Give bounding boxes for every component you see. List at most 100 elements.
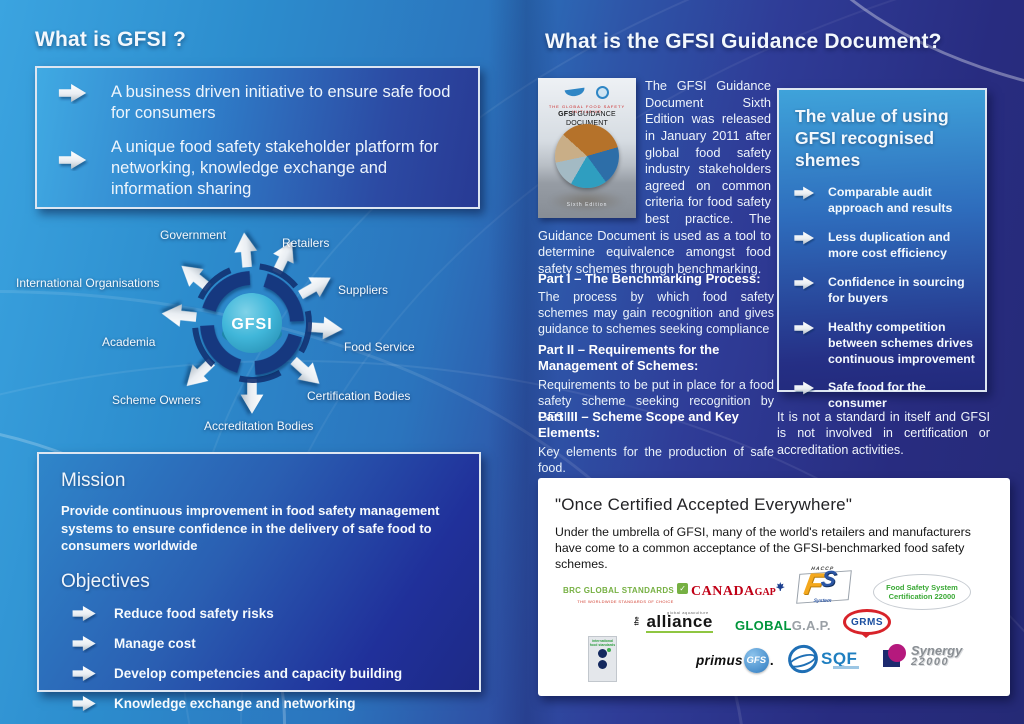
list-item: Reduce food safety risks [71,604,461,623]
globalgap-logo-text: GLOBAL [735,618,792,633]
part-section: Part III – Scheme Scope and Key Elements… [538,409,774,476]
maple-leaf-icon [775,582,785,591]
list-item: Safe food for the consumer [793,380,975,412]
value-box: The value of using GFSI recognised sheme… [777,88,987,410]
ifs-logo-dot [598,648,611,659]
arrow-icon [793,185,816,201]
diagram-node-food-service: Food Service [344,340,415,354]
diagram-center: GFSI [222,293,282,353]
intro-point: A business driven initiative to ensure s… [111,83,451,122]
certified-box: "Once Certified Accepted Everywhere" Und… [538,478,1010,696]
brc-logo-subtext: THE WORLDWIDE STANDARDS OF CHOICE [577,599,674,604]
ifs-logo-dot [598,660,607,670]
checkmark-icon: ✓ [677,583,689,595]
cover-pie-chart [555,124,619,188]
list-item: Confidence in sourcing for buyers [793,275,975,307]
intro-point: A unique food safety stakeholder platfor… [111,138,439,198]
value-point: Safe food for the consumer [828,380,926,411]
fssc-logo-text: Food Safety System Certification 22000 [886,583,958,601]
value-point: Less duplication and more cost efficienc… [828,229,951,260]
diagram-node-suppliers: Suppliers [338,283,389,297]
brc-global-standards-logo: BRC GLOBAL STANDARDS✓ THE WORLDWIDE STAN… [563,580,689,604]
primus-logo-text: primus [696,653,743,668]
synergy-logo-circle [888,644,906,662]
fssc-22000-logo: Food Safety System Certification 22000 [873,574,971,610]
part-title: Part I – The Benchmarking Process: [538,271,761,286]
globalgap-logo-text: G.A.P. [791,618,831,633]
sqf-logo-text: SQF [821,649,858,668]
list-item: Develop competencies and capacity buildi… [71,664,461,683]
guidance-intro-text: The GFSI Guidance Document Sixth Edition… [538,78,771,276]
arrow-icon [793,230,816,246]
part-section: Part I – The Benchmarking Process: The p… [538,271,774,337]
cover-title-brand: GFSI [558,111,576,118]
diagram-node-retailers: Retailers [282,236,330,250]
arrow-icon [57,149,89,171]
right-page-title: What is the GFSI Guidance Document? [545,30,942,53]
left-page-title: What is GFSI ? [35,28,186,51]
diagram-node-certification-bodies: Certification Bodies [307,389,411,403]
synergy-logo-text: Synergy 22000 [911,644,962,668]
value-point: Healthy competition between schemes driv… [828,319,975,366]
canadagap-logo-text: GAP [754,587,776,598]
primus-logo-dot: . [769,653,774,668]
arrow-icon [71,664,98,683]
synergy-logo-line2: 22000 [911,656,950,668]
cover-edition: Sixth Edition [566,202,608,208]
cover-reflection [548,190,626,212]
objectives-heading: Objectives [61,570,150,592]
svg-text:GFSI: GFSI [231,316,272,333]
list-item: Less duplication and more cost efficienc… [793,230,975,262]
diagram-node-scheme-owners: Scheme Owners [112,393,201,407]
mission-text: Provide continuous improvement in food s… [61,503,440,554]
gfsi-stakeholder-diagram: GFSI [0,220,512,450]
value-box-heading: The value of using GFSI recognised sheme… [795,106,949,170]
arrow-icon [793,380,816,396]
diagram-node-international-organisations: International Organisations [16,276,160,290]
arrow-icon [71,604,98,623]
intro-box: A business driven initiative to ensure s… [35,66,480,209]
primusgfs-logo: primus GFS . [696,648,774,673]
part-body: Requirements to be put in place for a fo… [538,377,774,424]
cover-tagline: the global food safety initiative [548,104,626,115]
objective: Develop competencies and capacity buildi… [114,665,403,681]
sqf-logo: SQF [784,641,860,677]
certified-body: Under the umbrella of GFSI, many of the … [555,525,971,571]
diagram-node-government: Government [160,228,227,242]
haccp-logo-subtext: System [813,598,832,604]
cover-title: GFSI GUIDANCE DOCUMENT [538,110,636,128]
part-title: Part II – Requirements for the Managemen… [538,342,720,374]
dutch-haccp-fs-logo: HACCP F S System [796,566,852,608]
synergy-22000-logo: Synergy 22000 [883,644,962,668]
objective: Manage cost [114,635,196,651]
part-title: Part III – Scheme Scope and Key Elements… [538,409,739,441]
guidance-document-cover: the global food safety initiative GFSI G… [538,78,636,218]
mission-heading: Mission [61,470,126,491]
list-item: Comparable audit approach and results [793,185,975,217]
grms-logo: GRMS [843,609,891,638]
synergy-logo-line1: Synergy [911,643,963,658]
synergy-logo-mark [883,644,907,668]
sqf-logo-subtext [833,665,860,669]
global-aquaculture-alliance-logo: global aquaculture the alliance [633,610,713,633]
objective: Reduce food safety risks [114,605,274,621]
alliance-logo-subtext: global aquaculture [667,610,709,615]
diagram-node-accreditation-bodies: Accreditation Bodies [204,419,314,433]
certified-title: "Once Certified Accepted Everywhere" [555,495,853,514]
diagram-node-academia: Academia [102,335,156,349]
grms-logo-tail [859,632,873,638]
cover-title-rest: GUIDANCE DOCUMENT [566,111,616,127]
cover-logos [538,84,636,100]
primus-logo-circle: GFS [743,648,769,673]
arrow-icon [71,694,98,713]
ifs-logo: international food standards [588,636,617,682]
brc-logo-text: BRC GLOBAL STANDARDS [563,586,675,595]
list-item: A unique food safety stakeholder platfor… [57,137,460,199]
value-point: Confidence in sourcing for buyers [828,274,965,305]
list-item: Manage cost [71,634,461,653]
list-item: Knowledge exchange and networking [71,694,461,713]
alliance-logo-the: the [634,616,641,626]
diagram-ring [192,263,312,383]
part-body: Key elements for the production of safe … [538,444,774,475]
